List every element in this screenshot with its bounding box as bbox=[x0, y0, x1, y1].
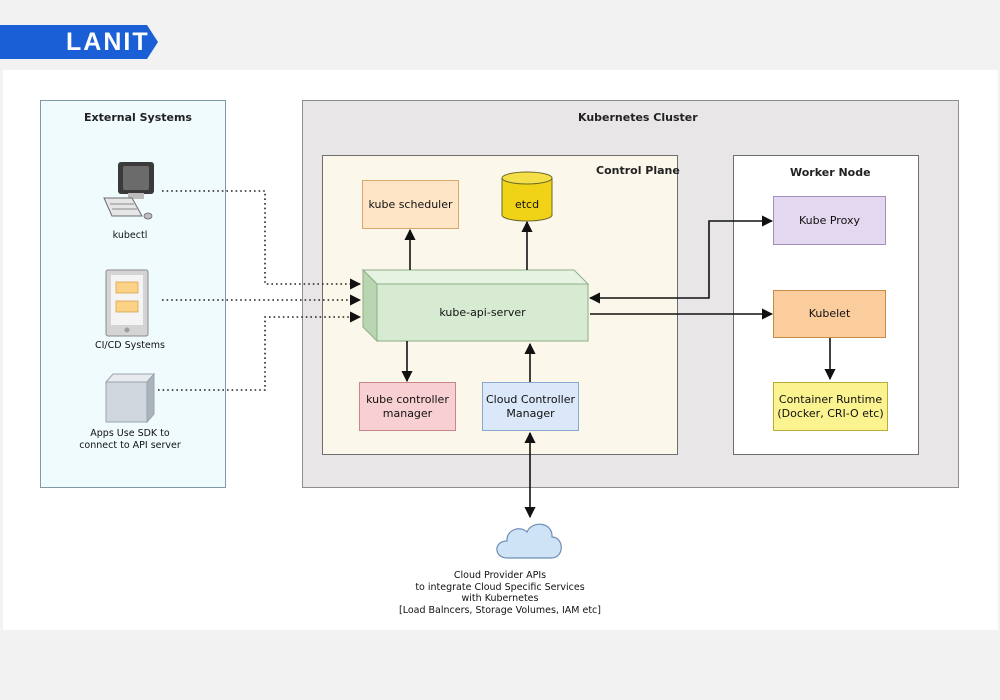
logo-text: LANIT bbox=[66, 28, 150, 56]
external-systems-title: External Systems bbox=[84, 111, 192, 124]
etcd-cylinder bbox=[501, 171, 553, 222]
cicd-label: CI/CD Systems bbox=[95, 340, 165, 351]
worker-node-title: Worker Node bbox=[790, 166, 871, 179]
sdk-connector bbox=[158, 311, 362, 391]
kube-proxy-box: Kube Proxy bbox=[773, 196, 886, 245]
desktop-computer-icon bbox=[103, 162, 154, 220]
kubectl-label: kubectl bbox=[112, 230, 148, 241]
kube-api-server-label: kube-api-server bbox=[439, 305, 526, 319]
cloud-caption-line-4: [Load Balncers, Storage Volumes, IAM etc… bbox=[398, 604, 601, 616]
kubernetes-cluster-title: Kubernetes Cluster bbox=[578, 111, 698, 124]
cloud-controller-manager-box: Cloud Controller Manager bbox=[482, 382, 579, 431]
container-runtime-box: Container Runtime (Docker, CRI-O etc) bbox=[773, 382, 888, 431]
kube-controller-manager-box: kube controller manager bbox=[359, 382, 456, 431]
tablet-icon bbox=[105, 269, 149, 337]
cloud-caption: Cloud Provider APIs to integrate Cloud S… bbox=[380, 570, 620, 616]
kubelet-box: Kubelet bbox=[773, 290, 886, 338]
controller-manager-line-2: manager bbox=[382, 406, 433, 420]
control-plane-title: Control Plane bbox=[596, 164, 680, 177]
logo: LANIT bbox=[0, 25, 158, 59]
cloud-caption-line-2: to integrate Cloud Specific Services bbox=[415, 581, 585, 593]
api-server-shape bbox=[361, 268, 590, 343]
cloud-controller-line-2: Manager bbox=[506, 406, 555, 420]
runtime-line-1: Container Runtime bbox=[778, 392, 883, 406]
sdk-label-line-2: connect to API server bbox=[79, 440, 181, 451]
sdk-label-line-1: Apps Use SDK to bbox=[90, 428, 170, 439]
sdk-label: Apps Use SDK to connect to API server bbox=[60, 428, 200, 452]
kube-scheduler-box: kube scheduler bbox=[362, 180, 459, 229]
logo-banner bbox=[0, 25, 158, 59]
api-kube-proxy-connector bbox=[588, 215, 774, 304]
cloud-caption-line-3: with Kubernetes bbox=[461, 593, 539, 604]
cloud-controller-line-1: Cloud Controller bbox=[485, 392, 576, 406]
runtime-line-2: (Docker, CRI-O etc) bbox=[777, 406, 884, 420]
kubectl-connector bbox=[162, 190, 362, 290]
cube-icon bbox=[104, 372, 156, 424]
cloud-icon bbox=[496, 523, 562, 559]
cloud-caption-line-1: Cloud Provider APIs bbox=[453, 570, 547, 581]
etcd-label: etcd bbox=[514, 198, 540, 211]
controller-manager-line-1: kube controller bbox=[366, 392, 449, 406]
